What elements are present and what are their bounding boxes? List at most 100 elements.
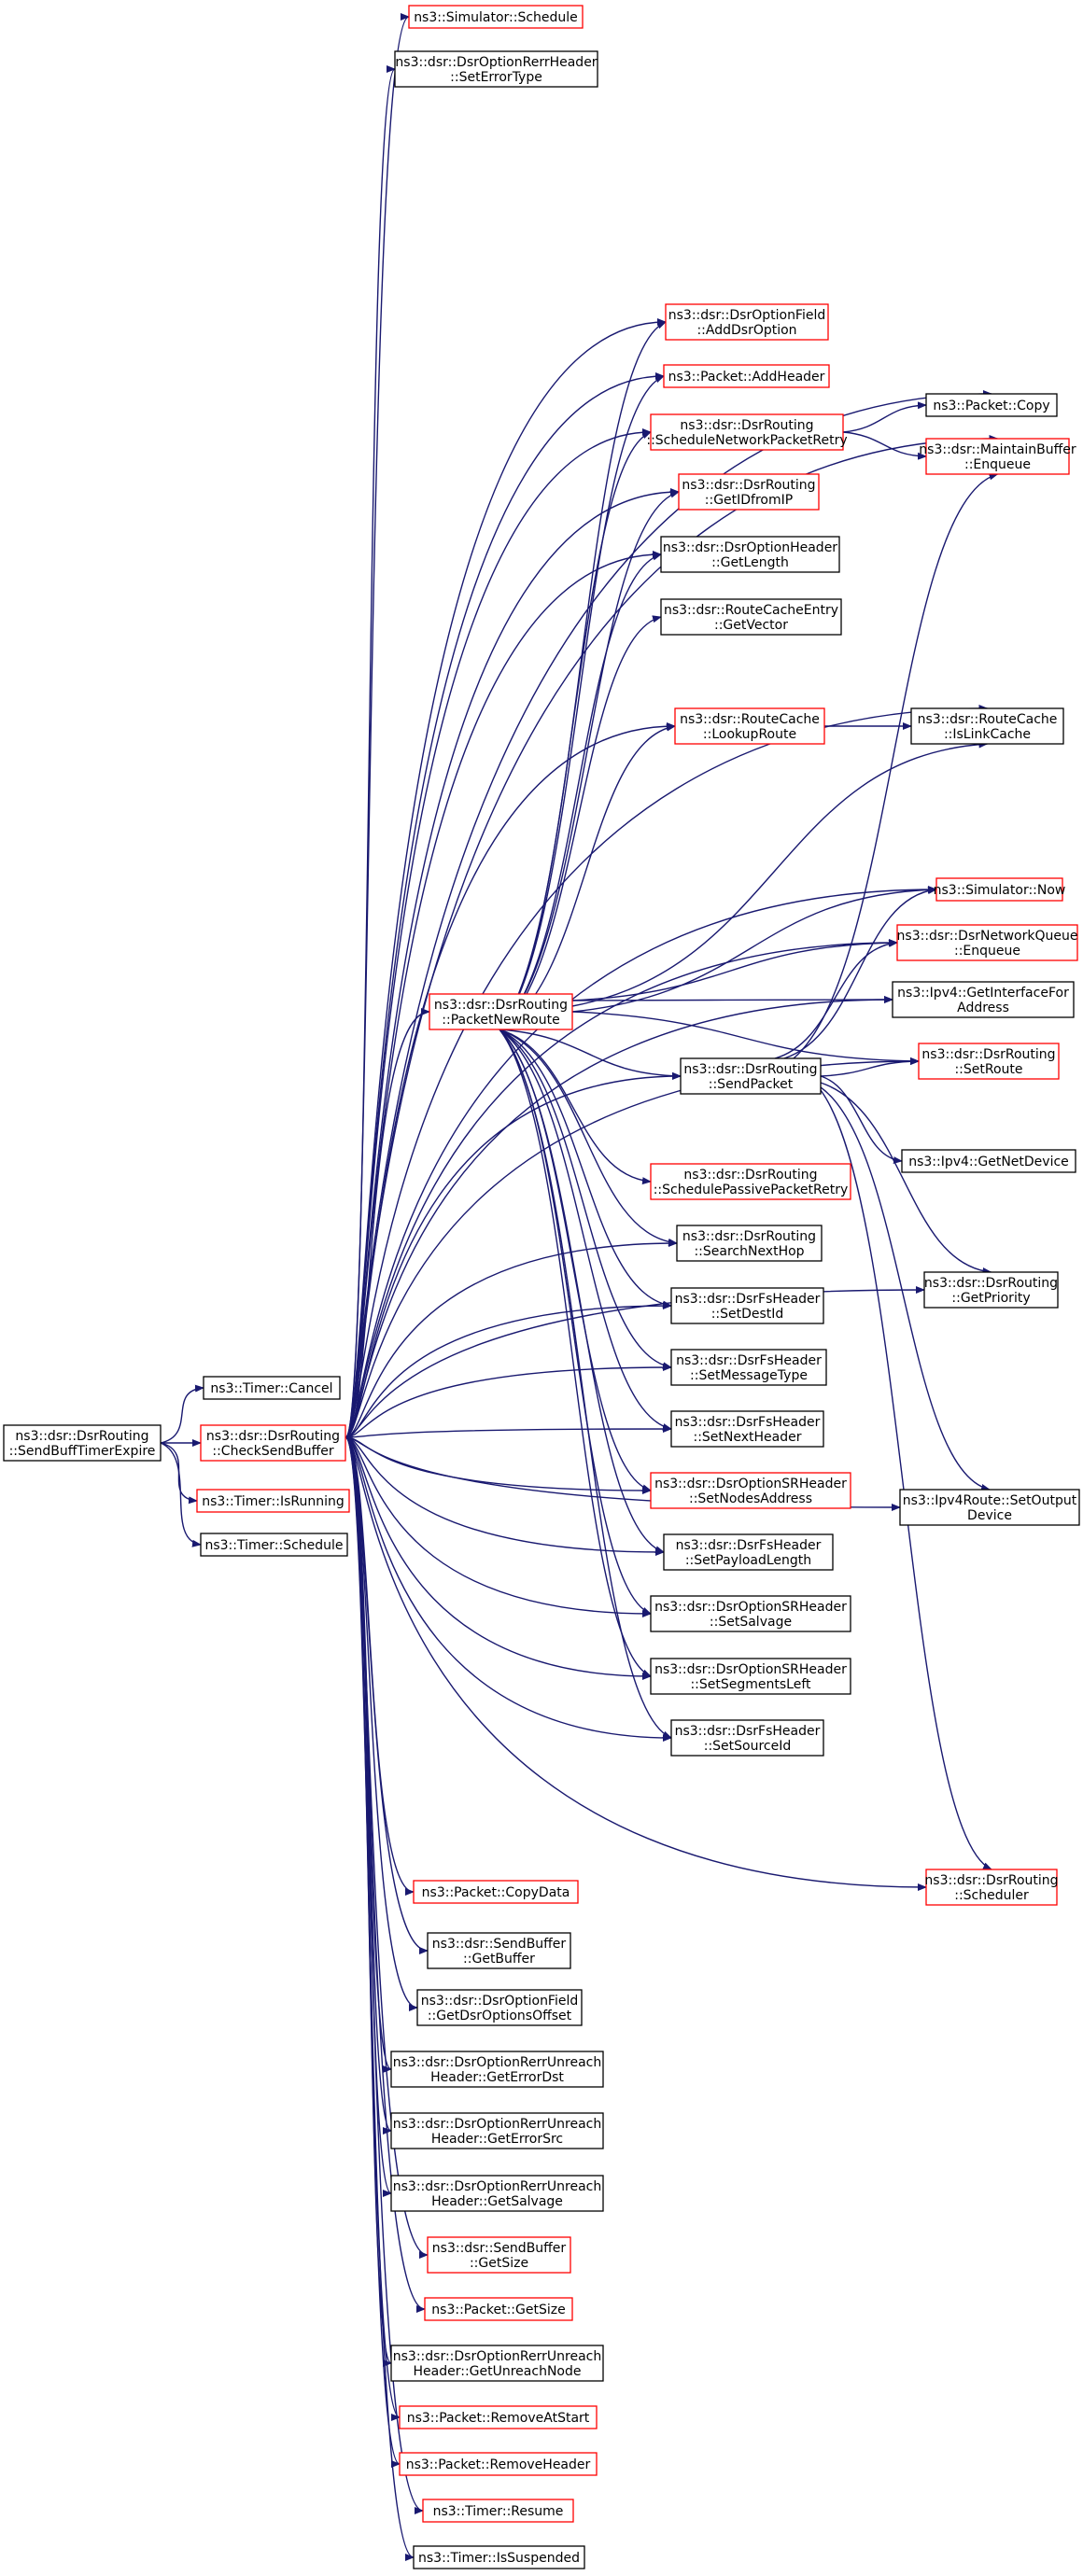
node-label-line: ns3::dsr::DsrFsHeader bbox=[675, 1415, 821, 1430]
node-label-line: ns3::Packet::GetSize bbox=[431, 2303, 565, 2317]
node-box bbox=[663, 364, 830, 388]
node-box bbox=[427, 1932, 571, 1969]
node-label-line: ns3::dsr::DsrRouting bbox=[206, 1429, 340, 1444]
edge-sendpacket-netdevice bbox=[820, 1075, 903, 1165]
node-label-line: ns3::Timer::IsRunning bbox=[202, 1494, 345, 1509]
node-checksendbuffer[interactable]: ns3::dsr::DsrRouting::CheckSendBuffer bbox=[200, 1424, 346, 1462]
edge-retry-copy bbox=[842, 401, 927, 433]
node-timer_resume[interactable]: ns3::Timer::Resume bbox=[422, 2499, 574, 2523]
node-box bbox=[670, 1287, 824, 1324]
node-packet_copy[interactable]: ns3::Packet::Copy bbox=[925, 393, 1058, 417]
node-label-line: ::SetSegmentsLeft bbox=[690, 1677, 811, 1692]
node-getdsroptionsoffset[interactable]: ns3::dsr::DsrOptionField::GetDsrOptionsO… bbox=[416, 1989, 583, 2026]
node-label-line: ::Enqueue bbox=[964, 457, 1031, 472]
node-label-line: ns3::dsr::DsrNetworkQueue bbox=[897, 929, 1078, 944]
node-label-line: ns3::dsr::DsrFsHeader bbox=[675, 1724, 821, 1739]
node-setnextheader[interactable]: ns3::dsr::DsrFsHeader::SetNextHeader bbox=[670, 1410, 824, 1448]
node-label-line: ns3::Timer::Resume bbox=[433, 2504, 564, 2519]
node-label-line: ::CheckSendBuffer bbox=[212, 1444, 333, 1459]
node-getsalvage[interactable]: ns3::dsr::DsrOptionRerrUnreachHeader::Ge… bbox=[390, 2175, 604, 2212]
edge-packetnewroute-setsourceid bbox=[499, 1029, 672, 1739]
node-box bbox=[660, 536, 840, 573]
edge-checksendbuffer-schedulenetworkpacketretry bbox=[345, 428, 652, 1438]
node-timer_issuspended[interactable]: ns3::Timer::IsSuspended bbox=[413, 2545, 585, 2569]
node-label-line: ns3::dsr::DsrOptionRerrUnreach bbox=[393, 2179, 602, 2194]
node-packetnewroute[interactable]: ns3::dsr::DsrRouting::PacketNewRoute bbox=[429, 993, 573, 1030]
node-simulator_schedule[interactable]: ns3::Simulator::Schedule bbox=[408, 5, 584, 29]
node-label-line: ns3::dsr::DsrOptionRerrHeader bbox=[395, 55, 597, 70]
node-routecache_lookuproute[interactable]: ns3::dsr::RouteCache::LookupRoute bbox=[674, 707, 825, 745]
edge-packetnewroute-setpayloadlength bbox=[499, 1029, 665, 1554]
node-rerr_seterrortype[interactable]: ns3::dsr::DsrOptionRerrHeader::SetErrorT… bbox=[394, 50, 598, 88]
node-searchnexthop[interactable]: ns3::dsr::DsrRouting::SearchNextHop bbox=[676, 1225, 823, 1262]
node-label-line: ns3::dsr::DsrOptionRerrUnreach bbox=[393, 2055, 602, 2070]
node-label-line: ns3::Ipv4Route::SetOutput bbox=[903, 1493, 1077, 1508]
node-box bbox=[394, 50, 598, 88]
edge-packetnewroute-packet_addheader bbox=[499, 375, 665, 1030]
node-box bbox=[925, 393, 1058, 417]
edge-checksendbuffer-setnextheader bbox=[345, 1425, 672, 1438]
edge-packetnewroute-setsegmentsleft bbox=[499, 1029, 652, 1677]
node-packet_addheader[interactable]: ns3::Packet::AddHeader bbox=[663, 364, 830, 388]
node-optionheader_getlength[interactable]: ns3::dsr::DsrOptionHeader::GetLength bbox=[660, 536, 840, 573]
node-box bbox=[650, 1163, 851, 1200]
node-geterrorsrc[interactable]: ns3::dsr::DsrOptionRerrUnreachHeader::Ge… bbox=[390, 2112, 604, 2149]
node-setroute[interactable]: ns3::dsr::DsrRouting::SetRoute bbox=[918, 1043, 1060, 1080]
node-packet_copydata[interactable]: ns3::Packet::CopyData bbox=[413, 1880, 579, 1904]
node-timer_cancel[interactable]: ns3::Timer::Cancel bbox=[203, 1376, 341, 1400]
edge-checksendbuffer-getinterfaceforaddress bbox=[345, 996, 893, 1438]
node-sendbuffer_getbuffer[interactable]: ns3::dsr::SendBuffer::GetBuffer bbox=[427, 1932, 571, 1969]
node-packet_getsize[interactable]: ns3::Packet::GetSize bbox=[424, 2297, 573, 2321]
node-getidfromip[interactable]: ns3::dsr::DsrRouting::GetIDfromIP bbox=[678, 473, 820, 511]
node-getnetdevice[interactable]: ns3::Ipv4::GetNetDevice bbox=[901, 1149, 1076, 1173]
node-removeatstart[interactable]: ns3::Packet::RemoveAtStart bbox=[399, 2405, 598, 2429]
node-box bbox=[892, 981, 1075, 1018]
node-geterrordst[interactable]: ns3::dsr::DsrOptionRerrUnreachHeader::Ge… bbox=[390, 2051, 604, 2088]
node-routecache_islinkcache[interactable]: ns3::dsr::RouteCache::IsLinkCache bbox=[910, 707, 1064, 745]
node-removeheader[interactable]: ns3::Packet::RemoveHeader bbox=[399, 2452, 598, 2476]
node-label-line: ns3::Packet::RemoveHeader bbox=[406, 2457, 591, 2472]
node-networkqueue_enqueue[interactable]: ns3::dsr::DsrNetworkQueue::Enqueue bbox=[896, 924, 1078, 961]
node-label-line: Header::GetErrorDst bbox=[430, 2070, 564, 2085]
node-sendpacket[interactable]: ns3::dsr::DsrRouting::SendPacket bbox=[680, 1057, 822, 1095]
node-setsalvage[interactable]: ns3::dsr::DsrOptionSRHeader::SetSalvage bbox=[650, 1595, 851, 1632]
node-label-line: ::IsLinkCache bbox=[944, 727, 1031, 742]
node-simulator_now[interactable]: ns3::Simulator::Now bbox=[934, 877, 1066, 902]
node-timer_schedule[interactable]: ns3::Timer::Schedule bbox=[200, 1533, 348, 1557]
edge-packetnewroute-setmessagetype bbox=[499, 1029, 672, 1370]
node-setmessagetype[interactable]: ns3::dsr::DsrFsHeader::SetMessageType bbox=[670, 1349, 827, 1386]
node-label-line: ns3::dsr::DsrOptionField bbox=[421, 1994, 579, 2009]
node-schedulepassivepacketretry[interactable]: ns3::dsr::DsrRouting::SchedulePassivePac… bbox=[650, 1163, 851, 1200]
node-box bbox=[910, 707, 1064, 745]
node-label-line: Address bbox=[957, 1001, 1009, 1015]
node-setnodesaddress[interactable]: ns3::dsr::DsrOptionSRHeader::SetNodesAdd… bbox=[650, 1472, 851, 1509]
edge-checksendbuffer-timer_issuspended bbox=[345, 1436, 415, 2561]
node-getpriority[interactable]: ns3::dsr::DsrRouting::GetPriority bbox=[923, 1271, 1059, 1309]
node-timer_isrunning[interactable]: ns3::Timer::IsRunning bbox=[196, 1489, 350, 1513]
node-label-line: ::SetMessageType bbox=[690, 1368, 808, 1383]
edge-packetnewroute-setnextheader bbox=[499, 1029, 672, 1431]
node-adddsroption[interactable]: ns3::dsr::DsrOptionField::AddDsrOption bbox=[665, 303, 829, 341]
node-label-line: ns3::dsr::DsrRouting bbox=[924, 1276, 1058, 1291]
node-label-line: ::SchedulePassivePacketRetry bbox=[654, 1183, 849, 1197]
edge-packetnewroute-routecacheentry_getvector bbox=[499, 615, 662, 1030]
node-sendbuffer_getsize[interactable]: ns3::dsr::SendBuffer::GetSize bbox=[427, 2236, 571, 2274]
call-nodes: ns3::dsr::DsrRouting::SendBuffTimerExpir… bbox=[3, 5, 1080, 2569]
node-label-line: ns3::dsr::DsrRouting bbox=[924, 1873, 1058, 1888]
node-setdestid[interactable]: ns3::dsr::DsrFsHeader::SetDestId bbox=[670, 1287, 824, 1324]
node-scheduler[interactable]: ns3::dsr::DsrRouting::Scheduler bbox=[924, 1869, 1059, 1906]
node-box bbox=[413, 1880, 579, 1904]
node-routecacheentry_getvector[interactable]: ns3::dsr::RouteCacheEntry::GetVector bbox=[660, 598, 842, 636]
node-maintainbuffer_enqueue[interactable]: ns3::dsr::MaintainBuffer::Enqueue bbox=[919, 438, 1076, 475]
edge-packetnewroute-schedulepassivepacketretry bbox=[499, 1029, 652, 1185]
edge-packetnewroute-routecache_lookuproute bbox=[499, 723, 676, 1030]
node-schedulenetworkpacketretry[interactable]: ns3::dsr::DsrRouting::ScheduleNetworkPac… bbox=[646, 413, 848, 451]
node-label-line: ::Enqueue bbox=[954, 944, 1020, 959]
node-getunreachnode[interactable]: ns3::dsr::DsrOptionRerrUnreachHeader::Ge… bbox=[390, 2345, 604, 2382]
node-setsourceid[interactable]: ns3::dsr::DsrFsHeader::SetSourceId bbox=[670, 1719, 824, 1757]
node-setpayloadlength[interactable]: ns3::dsr::DsrFsHeader::SetPayloadLength bbox=[663, 1533, 834, 1571]
node-label-line: ns3::dsr::DsrRouting bbox=[921, 1047, 1055, 1062]
node-setsegmentsleft[interactable]: ns3::dsr::DsrOptionSRHeader::SetSegments… bbox=[650, 1658, 851, 1695]
